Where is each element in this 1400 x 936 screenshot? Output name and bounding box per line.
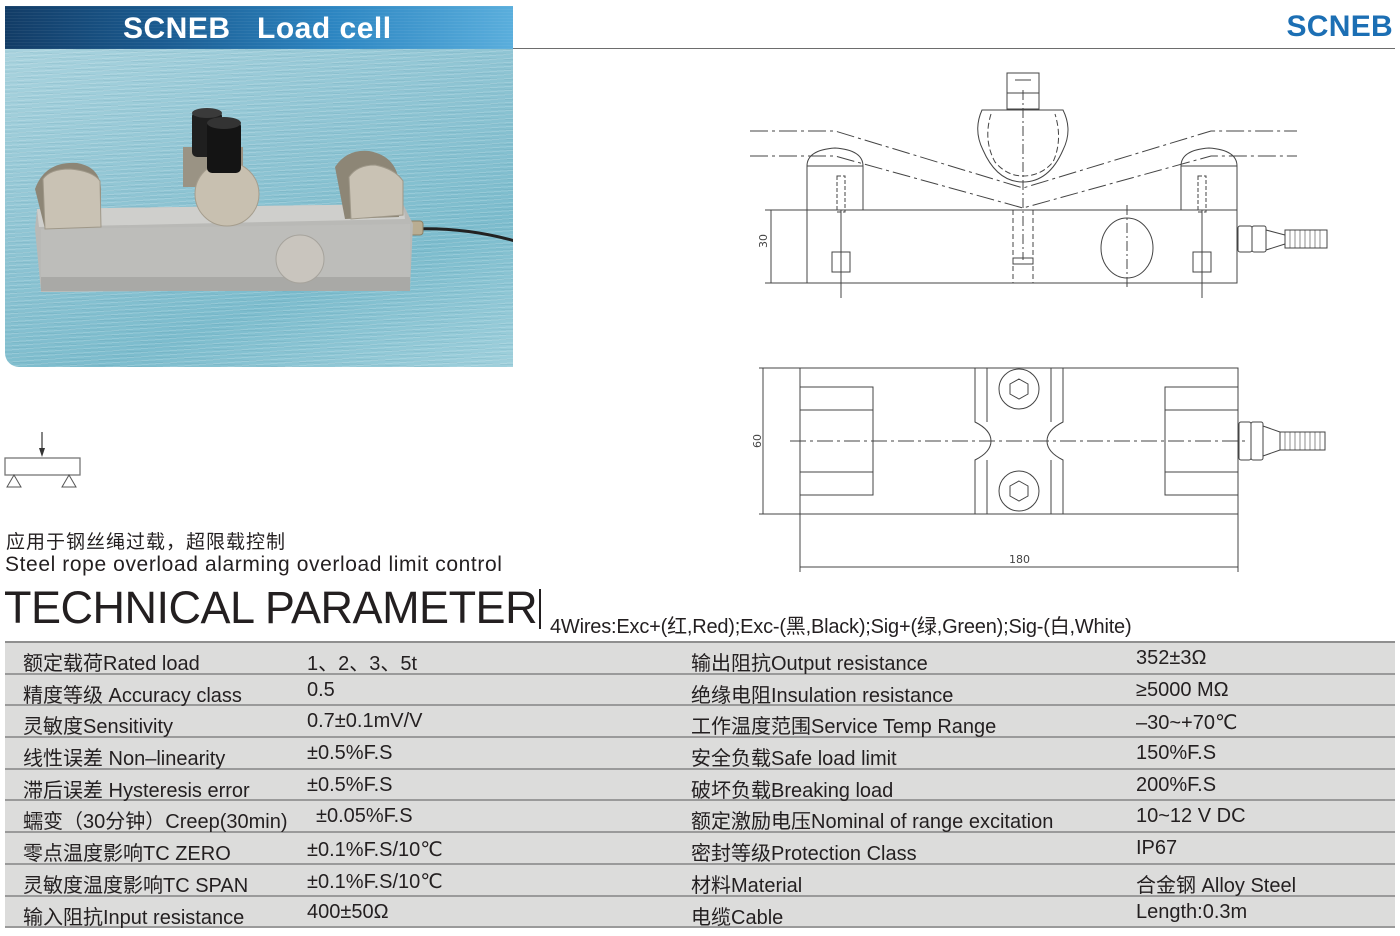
dimension-30: 30 [757, 234, 770, 248]
param-value: 352±3Ω [1136, 647, 1207, 669]
param-value: ±0.1%F.S/10℃ [307, 839, 443, 862]
dimension-180: 180 [1009, 553, 1030, 566]
param-value: 150%F.S [1136, 742, 1217, 765]
param-value: ±0.5%F.S [307, 773, 393, 796]
heading-bar [539, 589, 542, 629]
param-label: 工作温度范围Service Temp Range [691, 716, 997, 739]
param-label: 输入阻抗Input resistance [23, 906, 245, 929]
param-value: 10~12 V DC [1136, 805, 1246, 828]
table-row: 精度等级 Accuracy class 0.5 绝缘电阻Insulation r… [5, 675, 1395, 707]
param-label: 灵敏度温度影响TC SPAN [23, 874, 249, 897]
param-value: 200%F.S [1136, 773, 1217, 796]
param-value: ±0.5%F.S [307, 742, 393, 765]
wires-note: 4Wires:Exc+(红,Red);Exc-(黑,Black);Sig+(绿,… [550, 616, 1132, 638]
technical-heading: TECHNICAL PARAMETER [4, 582, 542, 633]
top-view-drawing: 60 180 [751, 367, 1326, 572]
param-label: 蠕变（30分钟）Creep(30min) [23, 811, 288, 834]
param-value: 1、2、3、5t [307, 653, 418, 675]
parameter-table: 额定载荷Rated load 1、2、3、5t 输出阻抗Output resis… [5, 641, 1395, 929]
table-row: 输入阻抗Input resistance 400±50Ω 电缆Cable Len… [5, 897, 1395, 929]
page-title: SCNEB Load cell [123, 12, 392, 45]
param-value: Length:0.3m [1136, 900, 1248, 923]
param-label: 精度等级 Accuracy class [23, 684, 242, 707]
param-value: ±0.05%F.S [316, 805, 413, 828]
load-cell-illustration [35, 108, 513, 292]
simply-supported-beam-icon [4, 432, 81, 488]
param-label: 灵敏度Sensitivity [23, 716, 174, 739]
param-label: 密封等级Protection Class [691, 843, 917, 866]
param-value: ±0.1%F.S/10℃ [307, 870, 443, 893]
table-row: 额定载荷Rated load 1、2、3、5t 输出阻抗Output resis… [5, 643, 1395, 675]
param-label: 破坏负载Breaking load [691, 779, 894, 802]
param-label: 安全负载Safe load limit [691, 748, 897, 771]
param-value: –30~+70℃ [1136, 712, 1238, 735]
param-value: IP67 [1136, 837, 1178, 860]
side-view-drawing: 30 [750, 72, 1328, 298]
param-label: 绝缘电阻Insulation resistance [691, 684, 954, 707]
brand-logo: SCNEB [1286, 10, 1393, 43]
param-label: 额定载荷Rated load [23, 653, 200, 675]
product-photo [5, 49, 513, 367]
dimension-60: 60 [751, 434, 764, 448]
param-label: 线性误差 Non–linearity [23, 748, 226, 771]
application-zh: 应用于钢丝绳过载，超限载控制 [6, 532, 287, 553]
table-row: 灵敏度温度影响TC SPAN ±0.1%F.S/10℃ 材料Material 合… [5, 865, 1395, 897]
title-banner: SCNEB Load cell [5, 6, 513, 49]
table-row: 灵敏度Sensitivity 0.7±0.1mV/V 工作温度范围Service… [5, 706, 1395, 738]
param-label: 零点温度影响TC ZERO [23, 843, 231, 866]
param-label: 滞后误差 Hysteresis error [23, 779, 250, 802]
table-row: 线性误差 Non–linearity ±0.5%F.S 安全负载Safe loa… [5, 738, 1395, 770]
table-row: 零点温度影响TC ZERO ±0.1%F.S/10℃ 密封等级Protectio… [5, 833, 1395, 865]
table-row: 滞后误差 Hysteresis error ±0.5%F.S 破坏负载Break… [5, 770, 1395, 802]
param-label: 电缆Cable [691, 906, 784, 929]
param-label: 材料Material [691, 874, 803, 897]
param-value: 合金钢 Alloy Steel [1136, 874, 1297, 897]
param-value: ≥5000 MΩ [1136, 678, 1229, 701]
param-value: 0.7±0.1mV/V [307, 710, 423, 733]
param-value: 400±50Ω [307, 900, 389, 923]
param-label: 额定激励电压Nominal of range excitation [691, 811, 1054, 834]
application-en: Steel rope overload alarming overload li… [5, 553, 503, 576]
param-label: 输出阻抗Output resistance [691, 653, 928, 675]
header-divider [513, 48, 1395, 49]
table-row: 蠕变（30分钟）Creep(30min) ±0.05%F.S 额定激励电压Nom… [5, 801, 1395, 833]
param-value: 0.5 [307, 678, 335, 701]
technical-heading-text: TECHNICAL PARAMETER [4, 582, 538, 633]
